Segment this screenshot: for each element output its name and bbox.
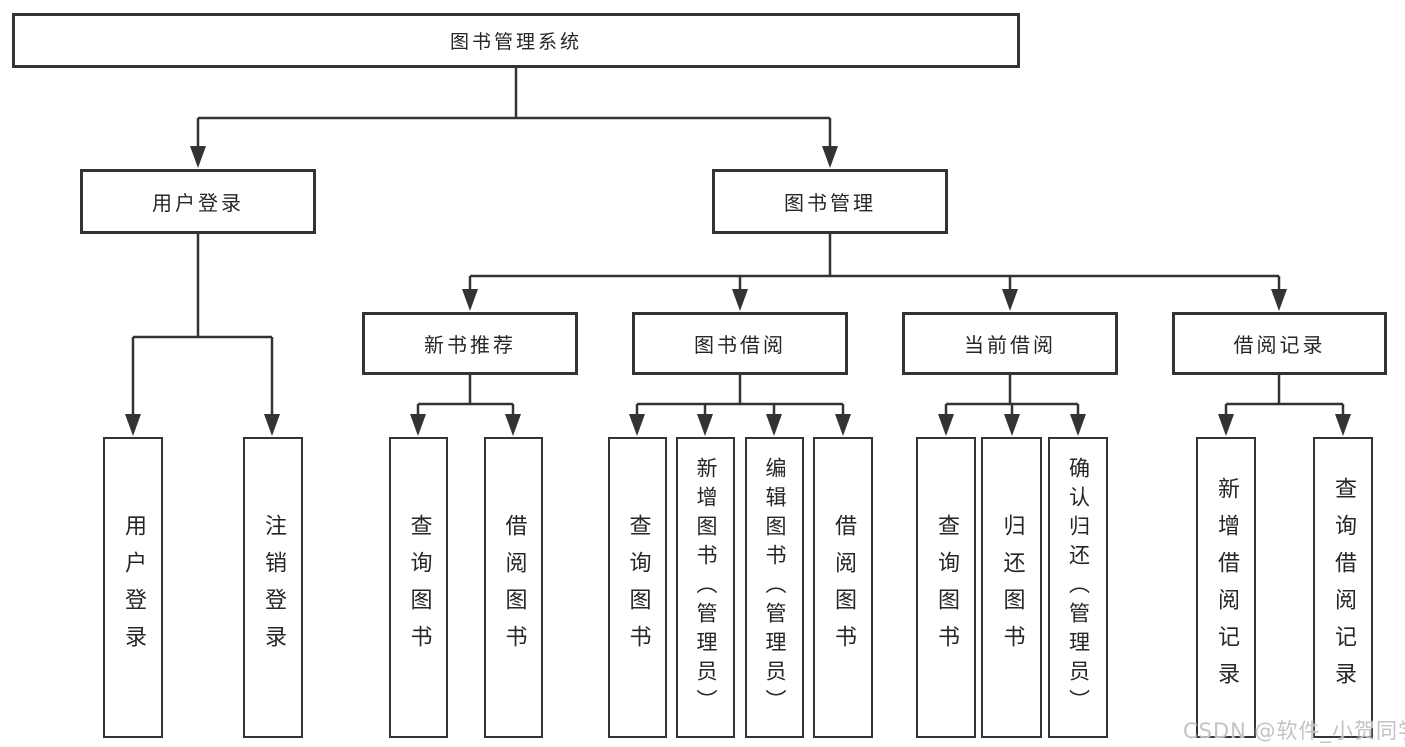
node-borrow-records-label: 借阅记录 [1233, 333, 1326, 357]
leaf-borrow-books-borrowing-label: 借阅图书 [831, 513, 856, 662]
leaf-return-book: 归还图书 [981, 437, 1042, 738]
leaf-confirm-return-admin-label: 确认归还（管理员） [1066, 457, 1091, 718]
leaf-borrow-books-recommend-label: 借阅图书 [501, 513, 527, 662]
node-book-borrowing-label: 图书借阅 [694, 333, 786, 357]
node-book-management: 图书管理 [712, 169, 948, 234]
leaf-user-login: 用户登录 [103, 437, 163, 738]
leaf-query-books-current: 查询图书 [916, 437, 976, 738]
leaf-add-borrow-record: 新增借阅记录 [1196, 437, 1256, 738]
leaf-query-books-recommend: 查询图书 [389, 437, 448, 738]
leaf-logout: 注销登录 [243, 437, 303, 738]
leaf-add-book-admin: 新增图书（管理员） [676, 437, 735, 738]
leaf-add-book-admin-label: 新增图书（管理员） [694, 457, 718, 718]
node-current-borrowing: 当前借阅 [902, 312, 1118, 375]
node-user-login: 用户登录 [80, 169, 316, 234]
node-new-book-recommend: 新书推荐 [362, 312, 578, 375]
leaf-user-login-label: 用户登录 [121, 513, 146, 662]
leaf-query-books-borrowing: 查询图书 [608, 437, 667, 738]
leaf-edit-book-admin: 编辑图书（管理员） [745, 437, 804, 738]
leaf-logout-label: 注销登录 [261, 513, 286, 662]
leaf-return-book-label: 归还图书 [999, 513, 1025, 662]
root-node-label: 图书管理系统 [449, 31, 582, 53]
leaf-query-borrow-record: 查询借阅记录 [1313, 437, 1373, 738]
leaf-borrow-books-borrowing: 借阅图书 [813, 437, 873, 738]
leaf-edit-book-admin-label: 编辑图书（管理员） [763, 457, 787, 718]
node-book-management-label: 图书管理 [784, 191, 876, 215]
leaf-query-books-current-label: 查询图书 [934, 513, 959, 662]
node-user-login-label: 用户登录 [152, 191, 244, 215]
node-current-borrowing-label: 当前借阅 [964, 333, 1056, 357]
node-borrow-records: 借阅记录 [1172, 312, 1387, 375]
leaf-confirm-return-admin: 确认归还（管理员） [1048, 437, 1108, 738]
csdn-watermark: CSDN @软件_小贺同学 [1183, 719, 1405, 743]
node-new-book-recommend-label: 新书推荐 [424, 333, 516, 357]
leaf-borrow-books-recommend: 借阅图书 [484, 437, 543, 738]
root-node: 图书管理系统 [12, 13, 1020, 68]
leaf-query-books-borrowing-label: 查询图书 [625, 513, 651, 662]
node-book-borrowing: 图书借阅 [632, 312, 848, 375]
leaf-query-books-recommend-label: 查询图书 [406, 513, 432, 662]
leaf-add-borrow-record-label: 新增借阅记录 [1214, 476, 1239, 699]
leaf-query-borrow-record-label: 查询借阅记录 [1331, 476, 1356, 699]
